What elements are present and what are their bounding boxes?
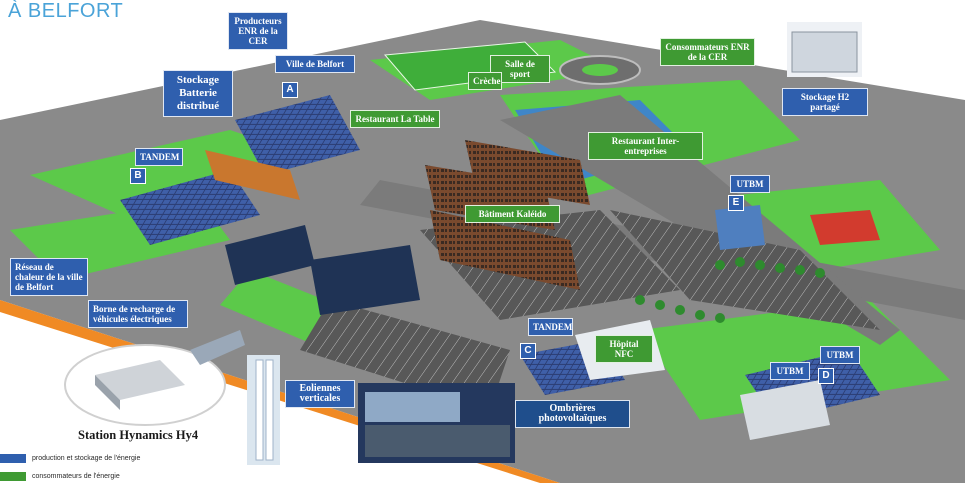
legend-row-production: production et stockage de l'énergie [0, 453, 140, 464]
label-ombrieres: Ombrières photovoltaïques [515, 400, 630, 428]
label-reseau-chaleur: Réseau de chaleur de la ville de Belfort [10, 258, 88, 296]
label-producteurs: Producteurs ENR de la CER [228, 12, 288, 50]
label-batiment-kaleido: Bâtiment Kaléido [465, 205, 560, 223]
hall-orange [205, 150, 300, 200]
label-utbm-d1: UTBM [770, 362, 810, 380]
legend-swatch-production [0, 454, 26, 463]
solar-building-left [120, 170, 260, 245]
label-borne-recharge: Borne de recharge de véhicules électriqu… [88, 300, 188, 328]
marker-d: D [818, 368, 834, 384]
legend-text-consumers: consommateurs de l'énergie [32, 473, 120, 480]
sports-field [383, 41, 557, 91]
tree-row [635, 257, 825, 323]
label-restaurant-table: Restaurant La Table [350, 110, 440, 128]
building-dark-mid [310, 245, 420, 315]
marker-a: A [282, 82, 298, 98]
grass-top-left [30, 130, 320, 215]
page-heading: À BELFORT [8, 0, 124, 22]
marker-b: B [130, 168, 146, 184]
legend-swatch-consumers [0, 472, 26, 481]
building-red-right [810, 210, 880, 245]
marker-e: E [728, 195, 744, 211]
label-consommateurs: Consommateurs ENR de la CER [660, 38, 755, 66]
station-arrow [190, 330, 245, 365]
legend-text-production: production et stockage de l'énergie [32, 455, 141, 462]
brick-building-3 [430, 210, 580, 290]
label-tandem-b: TANDEM [135, 148, 183, 166]
label-ville: Ville de Belfort [275, 55, 355, 73]
parking-bottom [300, 300, 510, 410]
parking-right [610, 210, 880, 330]
building-bottom-right [740, 380, 830, 440]
glass-tower-e [715, 205, 765, 250]
label-stockage-batterie: Stockage Batterie distribué [163, 70, 233, 117]
solar-building-a [235, 95, 360, 175]
label-hopital: Hôpital NFC [595, 335, 653, 363]
label-stockage-h2: Stockage H2 partagé [782, 88, 868, 116]
label-tandem-c: TANDEM [528, 318, 573, 336]
building-dark-left [225, 225, 315, 285]
marker-c: C [520, 343, 536, 359]
label-restaurant-inter: Restaurant Inter-entreprises [588, 132, 703, 160]
station-caption: Station Hynamics Hy4 [78, 428, 199, 442]
label-creche: Crèche [468, 72, 502, 90]
legend-row-consumers: consommateurs de l'énergie [0, 471, 120, 482]
label-utbm-d2: UTBM [820, 346, 860, 364]
label-eoliennes: Eoliennes verticales [285, 380, 355, 408]
label-utbm-e: UTBM [730, 175, 770, 193]
brick-building-1 [465, 140, 590, 205]
